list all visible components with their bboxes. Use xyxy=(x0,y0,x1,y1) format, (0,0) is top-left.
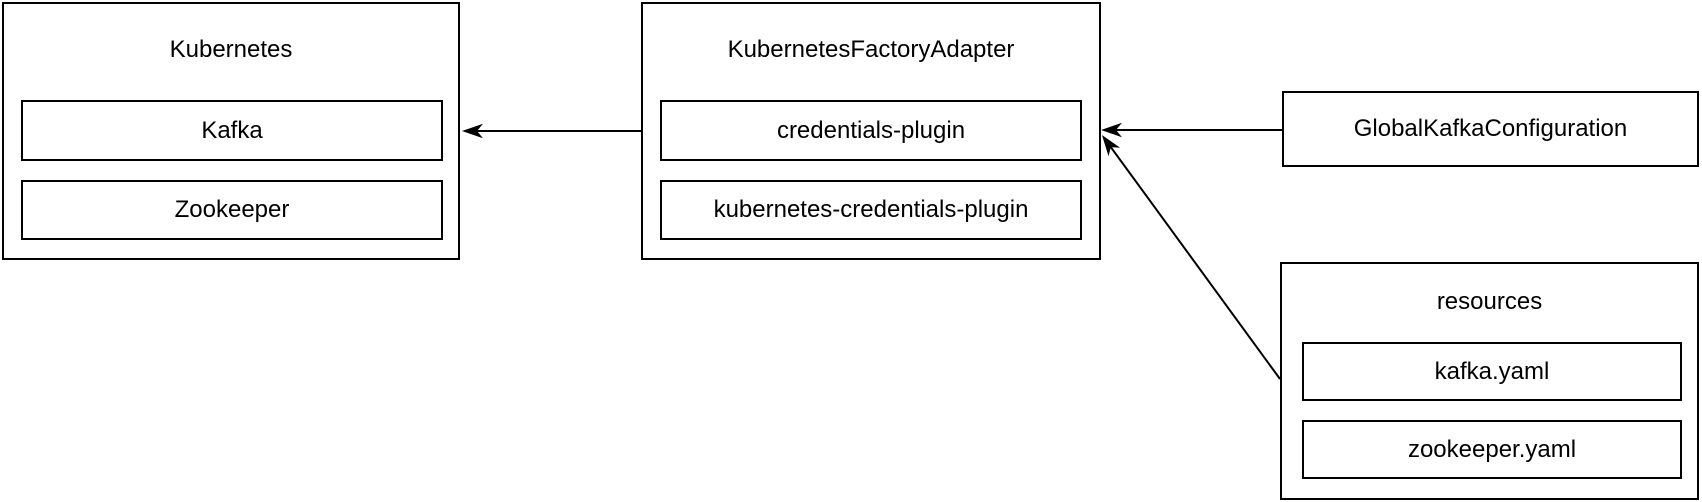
node-kafka-yaml: kafka.yaml xyxy=(1302,342,1682,401)
node-zookeeper-yaml: zookeeper.yaml xyxy=(1302,420,1682,479)
node-kubernetes-title: Kubernetes xyxy=(169,36,293,63)
node-kubernetes-credentials-plugin: kubernetes-credentials-plugin xyxy=(660,180,1082,240)
node-resources-title: resources xyxy=(1436,288,1543,315)
node-resources: resources kafka.yaml zookeeper.yaml xyxy=(1280,262,1699,500)
node-kubernetes-factory-adapter-title: KubernetesFactoryAdapter xyxy=(727,36,1015,63)
node-zookeeper: Zookeeper xyxy=(21,180,443,240)
node-kubernetes-factory-adapter: KubernetesFactoryAdapter credentials-plu… xyxy=(641,2,1101,260)
arrow-resources-to-factory xyxy=(1101,134,1281,380)
node-credentials-plugin: credentials-plugin xyxy=(660,100,1082,161)
node-global-kafka-configuration: GlobalKafkaConfiguration xyxy=(1282,91,1699,167)
node-kubernetes: Kubernetes Kafka Zookeeper xyxy=(2,2,460,260)
node-kafka: Kafka xyxy=(21,100,443,161)
